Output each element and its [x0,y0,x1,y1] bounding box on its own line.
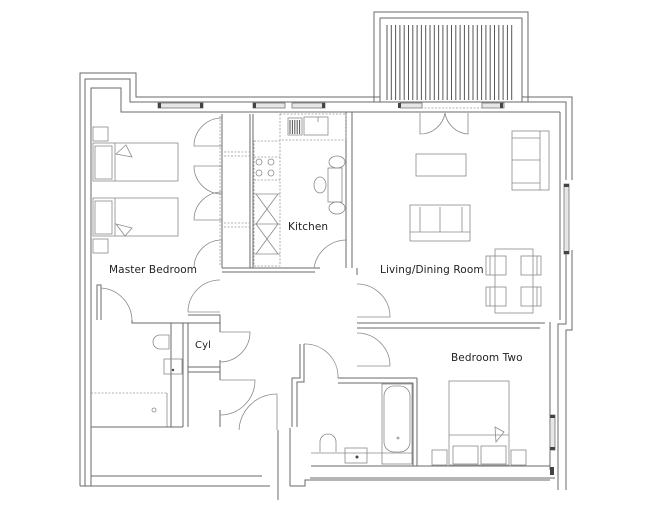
room-label-kitchen: Kitchen [288,221,329,233]
room-label-cylinder-cupboard: Cyl [195,340,211,351]
master-ensuite-fittings [91,334,183,428]
bedroom-two-furniture [431,380,527,466]
balcony [373,11,529,103]
windows [157,102,570,475]
outer-walls [79,72,573,500]
room-label-master-bedroom: Master Bedroom [109,264,198,276]
kitchen-fittings [253,113,347,267]
interior-walls [96,112,545,466]
bathroom-two-fittings [311,383,550,467]
living-furniture [409,130,550,314]
doors [100,107,502,431]
room-label-bedroom-two: Bedroom Two [451,352,523,364]
master-bedroom-furniture [92,116,250,266]
room-label-living-dining-room: Living/Dining Room [380,264,484,276]
